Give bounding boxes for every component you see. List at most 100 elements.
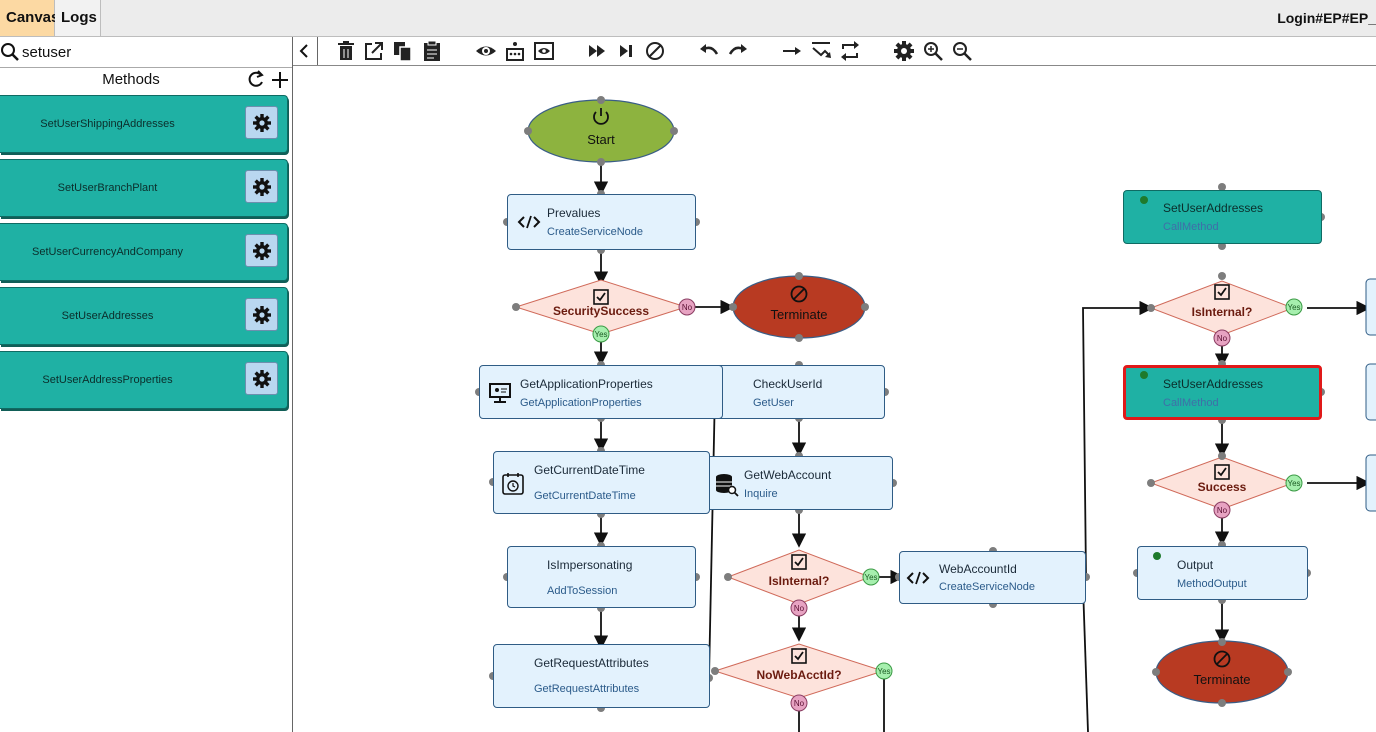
node-type: GetCurrentDateTime xyxy=(534,490,636,502)
node-title: WebAccountId xyxy=(939,562,1017,576)
zoom-in-icon[interactable] xyxy=(922,40,944,62)
delete-icon[interactable] xyxy=(335,40,357,62)
check-user-node[interactable]: CheckUserId GetUser xyxy=(710,365,885,419)
method-label: SetUserCurrencyAndCompany xyxy=(31,246,183,258)
node-title: CheckUserId xyxy=(753,377,823,391)
run-icon[interactable] xyxy=(587,40,609,62)
node-type: Inquire xyxy=(744,488,778,500)
inspect-icon[interactable] xyxy=(504,40,526,62)
methods-panel: Methods SetUserShippingAddressesSetUserB… xyxy=(0,37,293,732)
get-request-attributes-node[interactable]: GetRequestAttributes GetRequestAttribute… xyxy=(493,644,710,708)
method-item[interactable]: SetUserAddresses xyxy=(0,287,288,345)
gear-icon xyxy=(253,114,271,132)
status-dot-icon xyxy=(1140,371,1148,379)
stop-icon[interactable] xyxy=(644,40,666,62)
undo-icon[interactable] xyxy=(698,40,720,62)
code-icon xyxy=(517,215,541,229)
copy-icon[interactable] xyxy=(392,40,414,62)
is-impersonating-node[interactable]: IsImpersonating AddToSession xyxy=(507,546,696,608)
is-internal-decision[interactable]: IsInternal? xyxy=(768,574,830,588)
collapse-panel-button[interactable] xyxy=(293,37,318,65)
method-label: SetUserAddresses xyxy=(61,310,154,322)
step-icon[interactable] xyxy=(615,40,637,62)
output-node[interactable]: Output MethodOutput xyxy=(1137,546,1308,600)
method-settings-button[interactable] xyxy=(245,234,278,267)
method-item[interactable]: SetUserShippingAddresses xyxy=(0,95,288,153)
node-title: Output xyxy=(1177,558,1214,572)
settings-icon[interactable] xyxy=(893,40,915,62)
methods-header: Methods xyxy=(0,68,292,92)
svg-text:Yes: Yes xyxy=(864,573,877,582)
get-application-properties-node[interactable]: GetApplicationProperties GetApplicationP… xyxy=(479,365,723,419)
method-item[interactable]: SetUserAddressProperties xyxy=(0,351,288,409)
method-label: SetUserShippingAddresses xyxy=(40,118,175,130)
method-settings-button[interactable] xyxy=(245,170,278,203)
window-title: Login#EP#EP_ xyxy=(1277,10,1376,26)
terminate-node[interactable]: Terminate xyxy=(770,307,828,322)
swap-icon[interactable] xyxy=(839,40,861,62)
set-user-addresses-call-node-selected[interactable]: SetUserAddresses CallMethod xyxy=(1123,365,1322,420)
no-web-acct-decision[interactable]: NoWebAcctId? xyxy=(756,668,842,682)
is-internal-decision-2[interactable]: IsInternal? xyxy=(1191,305,1253,319)
preview-icon[interactable] xyxy=(533,40,555,62)
svg-text:Yes: Yes xyxy=(594,330,607,339)
tab-logs[interactable]: Logs xyxy=(55,0,101,36)
status-dot-icon xyxy=(1153,552,1161,560)
canvas-toolbar xyxy=(293,37,1376,66)
svg-text:No: No xyxy=(794,604,805,613)
node-title: GetRequestAttributes xyxy=(534,656,649,670)
node-title: IsImpersonating xyxy=(547,558,633,572)
svg-text:Yes: Yes xyxy=(1287,303,1300,312)
node-type: CallMethod xyxy=(1163,221,1219,233)
paste-icon[interactable] xyxy=(421,40,443,62)
prevalues-node[interactable]: Prevalues CreateServiceNode xyxy=(507,194,696,250)
method-settings-button[interactable] xyxy=(245,298,278,331)
success-decision[interactable]: Success xyxy=(1197,480,1247,494)
node-type: CreateServiceNode xyxy=(547,226,643,238)
method-settings-button[interactable] xyxy=(245,362,278,395)
gear-icon xyxy=(253,242,271,260)
security-success-decision[interactable]: SecuritySuccess xyxy=(552,304,650,318)
node-title: SetUserAddresses xyxy=(1163,377,1264,391)
node-type: GetApplicationProperties xyxy=(520,397,642,409)
method-item[interactable]: SetUserBranchPlant xyxy=(0,159,288,217)
monitor-icon xyxy=(489,383,511,403)
web-account-id-node[interactable]: WebAccountId CreateServiceNode xyxy=(899,551,1086,604)
search-bar xyxy=(0,37,292,68)
terminate-node-2[interactable]: Terminate xyxy=(1193,672,1251,687)
method-item[interactable]: SetUserCurrencyAndCompany xyxy=(0,223,288,281)
get-current-datetime-node[interactable]: GetCurrentDateTime GetCurrentDateTime xyxy=(493,451,710,514)
node-title: GetApplicationProperties xyxy=(520,377,653,391)
open-external-icon[interactable] xyxy=(363,40,385,62)
node-type: GetRequestAttributes xyxy=(534,683,640,695)
connect-icon[interactable] xyxy=(781,40,803,62)
node-type: MethodOutput xyxy=(1177,578,1247,590)
svg-text:No: No xyxy=(682,303,693,312)
top-bar: Canvas Logs Login#EP#EP_ xyxy=(0,0,1376,37)
redo-icon[interactable] xyxy=(727,40,749,62)
gear-icon xyxy=(253,306,271,324)
set-user-addresses-call-node[interactable]: SetUserAddresses CallMethod xyxy=(1123,190,1322,244)
node-title: Prevalues xyxy=(547,206,601,220)
calendar-clock-icon xyxy=(502,473,524,495)
node-type: CallMethod xyxy=(1163,397,1219,409)
start-node[interactable]: Start xyxy=(587,132,615,147)
view-icon[interactable] xyxy=(475,40,497,62)
node-type: CreateServiceNode xyxy=(939,581,1035,593)
refresh-icon[interactable] xyxy=(246,69,266,91)
methods-title: Methods xyxy=(102,71,160,88)
node-title: GetWebAccount xyxy=(744,468,832,482)
get-web-account-node[interactable]: GetWebAccount Inquire xyxy=(705,456,893,510)
flow-canvas[interactable]: Yes No Yes No Yes No Yes No Yes No xyxy=(293,66,1376,732)
zoom-out-icon[interactable] xyxy=(951,40,973,62)
search-input[interactable] xyxy=(22,40,272,64)
branch-connect-icon[interactable] xyxy=(810,40,832,62)
gear-icon xyxy=(253,178,271,196)
search-icon xyxy=(1,43,19,61)
tab-canvas[interactable]: Canvas xyxy=(0,0,59,36)
method-settings-button[interactable] xyxy=(245,106,278,139)
add-method-icon[interactable] xyxy=(270,69,290,91)
node-type: AddToSession xyxy=(547,585,618,597)
svg-text:No: No xyxy=(1217,506,1228,515)
status-dot-icon xyxy=(1140,196,1148,204)
